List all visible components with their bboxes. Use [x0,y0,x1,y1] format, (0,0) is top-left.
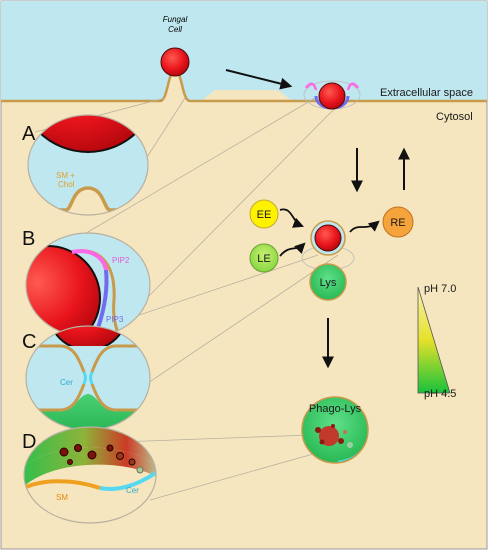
panel-d-sm-membrane [24,479,101,490]
panel-c-membrane-top [26,344,86,373]
recycling-endosome [382,206,414,238]
panel-d [24,427,156,523]
extracellular-space [1,1,487,102]
ee-label: EE [257,209,272,221]
fungal-cell-label-line2: Cell [168,25,182,34]
cytosol-label: Cytosol [436,111,473,123]
phagocytic-cup-pip2-right [346,82,360,91]
lys-label: Lys [320,277,337,289]
panel-b-letter: B [22,228,35,250]
panel-b-pip2 [71,249,108,271]
arrow-ee-to-phagosome [279,208,305,228]
ph-gradient-triangle [417,286,451,394]
fungal-cell-label-line1: Fungal [163,15,188,24]
panel-d-cer-label: Cer [126,486,139,495]
phagocytic-cup-pip2-left [304,82,318,91]
panel-c-letter: C [22,331,36,353]
panel-a-membrane [28,186,148,212]
panel-c-ceramide [82,371,94,385]
fungal-cell [160,47,190,77]
panel-c-cer-label: Cer [60,378,73,387]
panel-d-sm-label: SM [56,493,68,502]
panel-d-outline [23,426,157,524]
panel-b-pip2-label: PIP2 [112,256,130,265]
late-endosome [249,243,279,273]
re-label: RE [390,217,405,229]
panel-a-letter: A [22,123,36,145]
engulfed-fungus-top [318,82,346,110]
panel-b-pip3 [96,269,109,329]
phago-lys-label: Phago-Lys [309,403,362,415]
panel-c-membrane-bottom [26,383,86,412]
extracellular-label: Extracellular space [380,87,473,99]
panel-b-pip3-label: PIP3 [106,315,124,324]
arrow-le-to-phagosome [279,242,306,257]
arrow-phagosome-to-re [349,220,380,233]
early-endosome [249,199,279,229]
ph-low-label: pH 4.5 [424,388,456,400]
arrow-engulf [225,69,293,90]
panel-b-fungus [26,245,101,337]
panel-a-lipid-label: SM + Chol [56,171,77,189]
lysosome [309,263,347,301]
panel-a-outline [27,114,149,216]
le-label: LE [257,253,270,265]
phagosome-fungus [314,224,342,252]
panel-d-cer-membrane [99,468,156,491]
ph-high-label: pH 7.0 [424,283,456,295]
panel-d-letter: D [22,431,36,453]
